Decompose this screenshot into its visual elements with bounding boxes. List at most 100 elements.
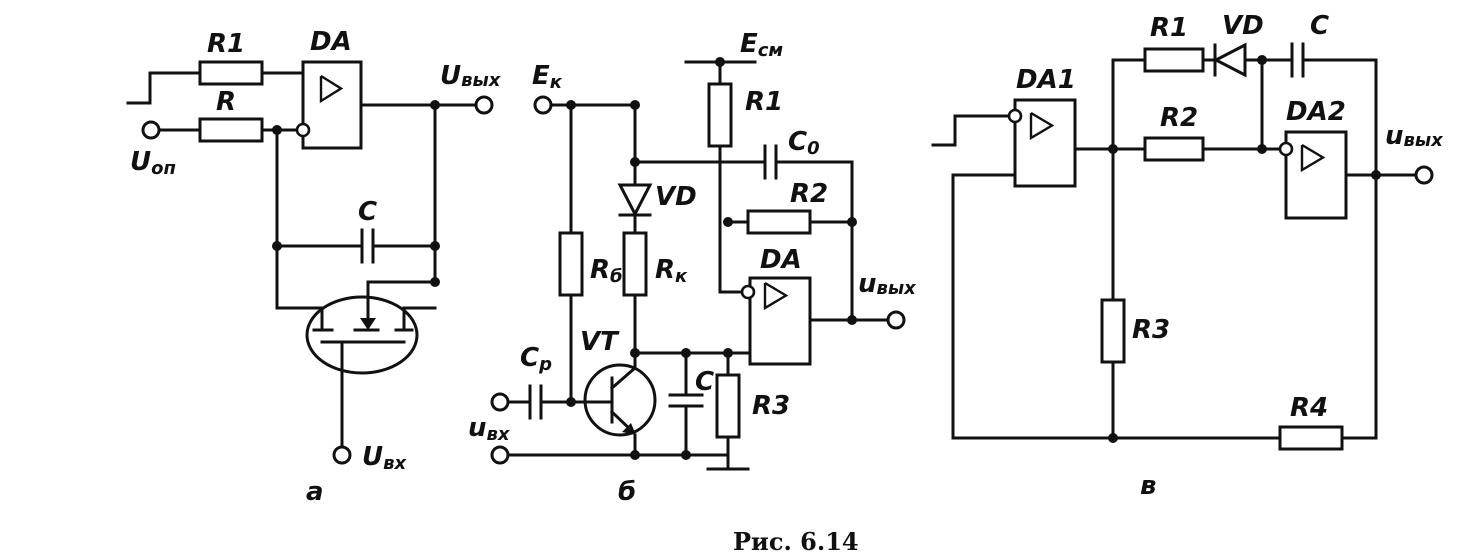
label-u-op: Uоп xyxy=(130,147,176,179)
terminal-u-in-b xyxy=(490,392,510,412)
terminal-u-in-a xyxy=(332,445,352,465)
amp-triangle-icon xyxy=(1029,111,1055,141)
resistor-r2-c xyxy=(1143,136,1205,162)
label-r-a: R xyxy=(216,87,236,117)
junction-dot xyxy=(681,450,691,460)
junction-dot xyxy=(1371,170,1381,180)
inverting-input-icon xyxy=(1278,141,1294,157)
junction-dot xyxy=(1257,55,1267,65)
label-vd-b: VD xyxy=(655,182,697,212)
label-da-a: DA xyxy=(310,27,352,57)
circuit-b: Eк Eсм R1 C0 VD R2 DA Rб Rк uвых Cp VT C… xyxy=(468,29,917,507)
terminal-ek xyxy=(533,95,553,115)
junction-dot xyxy=(723,348,733,358)
resistor-r1-a xyxy=(198,60,264,86)
junction-dot xyxy=(430,277,440,287)
circuit-c: R1 VD C DA1 R2 DA2 uвых R3 R4 в xyxy=(931,11,1444,501)
label-u-out-c: uвых xyxy=(1385,121,1444,151)
diode-vd-c xyxy=(1212,42,1247,78)
label-r1-c: R1 xyxy=(1150,13,1188,43)
label-u-in-a: Uвх xyxy=(362,442,408,474)
resistor-r3-c xyxy=(1100,298,1126,364)
amp-triangle-icon xyxy=(1300,143,1326,173)
resistor-rb xyxy=(558,231,584,297)
ground-a xyxy=(126,71,202,105)
amp-triangle-icon xyxy=(763,281,789,311)
transistor-collector xyxy=(609,365,638,391)
panel-label-a: а xyxy=(306,477,324,507)
amp-triangle-icon xyxy=(319,74,344,104)
label-u-out-b: uвых xyxy=(858,269,917,299)
terminal-ground-b xyxy=(490,445,510,465)
label-r3-b: R3 xyxy=(752,391,790,421)
junction-dot xyxy=(272,125,282,135)
inverting-input-icon xyxy=(295,122,311,138)
junction-dot xyxy=(630,157,640,167)
label-r2-c: R2 xyxy=(1160,103,1198,133)
inverting-input-icon xyxy=(1007,108,1023,124)
panel-label-b: б xyxy=(618,477,636,507)
label-da1: DA1 xyxy=(1016,65,1076,95)
label-c-c: C xyxy=(1310,11,1329,41)
label-r4: R4 xyxy=(1290,393,1328,423)
terminal-u-out-a xyxy=(474,95,494,115)
label-vd-c: VD xyxy=(1222,11,1264,41)
junction-dot xyxy=(1108,433,1118,443)
label-r1-b: R1 xyxy=(745,87,783,117)
junction-dot xyxy=(430,241,440,251)
label-c0: C0 xyxy=(788,127,820,159)
junction-dot xyxy=(1108,144,1118,154)
junction-dot xyxy=(723,217,733,227)
figure-caption: Рис. 6.14 xyxy=(733,527,859,556)
junction-dot xyxy=(566,100,576,110)
label-da-b: DA xyxy=(760,245,802,275)
ground-c xyxy=(931,114,1010,147)
label-c-b: C xyxy=(695,367,714,397)
label-vt: VT xyxy=(580,327,620,357)
junction-dot xyxy=(681,348,691,358)
label-da2: DA2 xyxy=(1286,97,1346,127)
label-u-in-b: uвх xyxy=(468,413,511,445)
circuit-a: R1 R DA C Uвых Uоп Uвх а xyxy=(126,27,502,507)
emitter-arrow-icon xyxy=(622,423,636,435)
resistor-r4 xyxy=(1278,425,1344,451)
resistor-r1-b xyxy=(707,82,733,148)
resistor-r3-b xyxy=(715,373,741,439)
label-r2-b: R2 xyxy=(790,179,828,209)
op-amp-da1 xyxy=(1013,98,1077,188)
junction-dot xyxy=(847,217,857,227)
label-r1-a: R1 xyxy=(207,29,245,59)
junction-dot xyxy=(630,348,640,358)
label-cp: Cp xyxy=(520,343,552,375)
op-amp-da-a xyxy=(301,60,363,150)
terminal-u-out-c xyxy=(1414,165,1434,185)
mosfet-arrow-icon xyxy=(360,318,376,330)
junction-dot xyxy=(430,100,440,110)
label-c-a: C xyxy=(358,197,377,227)
op-amp-da2 xyxy=(1284,130,1348,220)
junction-dot xyxy=(630,100,640,110)
label-esm: Eсм xyxy=(740,29,783,61)
junction-dot xyxy=(630,450,640,460)
label-u-out-a: Uвых xyxy=(440,61,502,91)
transistor-vt xyxy=(583,363,657,437)
junction-dot xyxy=(272,241,282,251)
resistor-r2-b xyxy=(746,209,812,235)
terminal-u-out-b xyxy=(886,310,906,330)
label-rk: Rк xyxy=(655,255,688,287)
junction-dot xyxy=(847,315,857,325)
resistor-r1-c xyxy=(1143,47,1205,73)
diode-vd-b xyxy=(617,183,653,218)
label-ek: Eк xyxy=(532,61,563,93)
label-rb: Rб xyxy=(590,255,623,287)
mosfet-envelope xyxy=(305,295,419,375)
resistor-rk xyxy=(622,231,648,297)
junction-dot xyxy=(566,397,576,407)
inverting-input-icon xyxy=(740,284,756,300)
terminal-u-op xyxy=(141,120,161,140)
label-r3-c: R3 xyxy=(1132,315,1170,345)
resistor-r-a xyxy=(198,117,264,143)
panel-label-c: в xyxy=(1140,471,1156,501)
junction-dot xyxy=(715,57,725,67)
